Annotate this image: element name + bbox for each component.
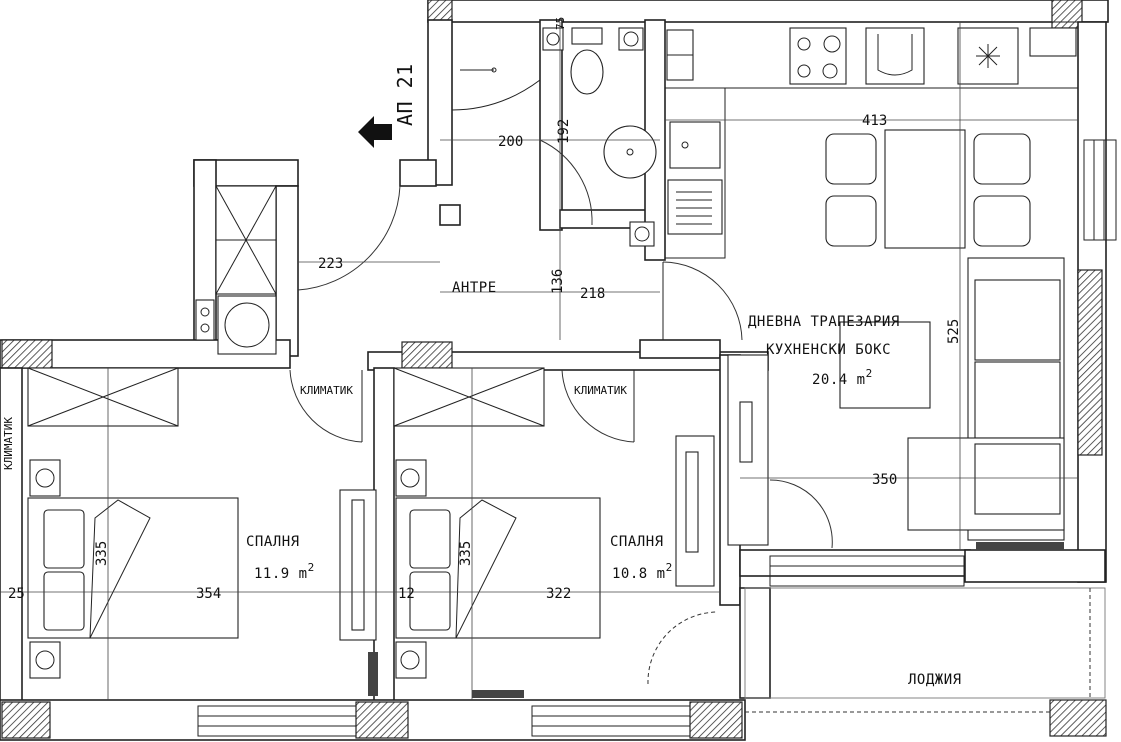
loggia-label: ЛОДЖИЯ [908, 672, 962, 688]
dim-525: 525 [946, 319, 962, 344]
bedroom-2-furniture [393, 367, 601, 698]
bedroom1-label: СПАЛНЯ [246, 534, 300, 550]
radiator [976, 542, 1064, 550]
bedroom1-area: 11.9 m2 [254, 561, 315, 582]
windows [197, 139, 1117, 737]
dim-12: 12 [398, 586, 415, 602]
dim-322: 322 [546, 586, 571, 602]
kitchen [664, 21, 1079, 587]
dim-223: 223 [318, 256, 343, 272]
dim-354: 354 [196, 586, 221, 602]
dim-350: 350 [872, 472, 897, 488]
dim-136: 136 [550, 269, 566, 294]
bedroom-1-furniture [27, 367, 378, 696]
ac-label-bedroom2: КЛИМАТИК [574, 384, 627, 397]
ac-label-bedroom1: КЛИМАТИК [300, 384, 353, 397]
bedroom2-area: 10.8 m2 [612, 561, 673, 582]
dim-75: 75 [554, 17, 567, 30]
apartment-label: АП 21 [393, 63, 417, 126]
living-area: 20.4 m2 [812, 367, 873, 388]
dim-200: 200 [498, 134, 523, 150]
entry-closet [195, 185, 401, 355]
dimension-lines [0, 22, 1078, 700]
dim-25: 25 [8, 586, 25, 602]
bedroom2-label: СПАЛНЯ [610, 534, 664, 550]
entry-label: АНТРЕ [452, 280, 497, 296]
dim-335-bedroom1: 335 [94, 541, 110, 566]
doors [289, 139, 833, 685]
dim-413: 413 [862, 113, 887, 129]
dim-218: 218 [580, 286, 605, 302]
entrance-arrow-icon [358, 116, 392, 148]
dim-192: 192 [556, 119, 572, 144]
dim-335-bedroom2: 335 [458, 541, 474, 566]
bathroom-fixtures [451, 27, 657, 247]
ac-label-left: КЛИМАТИК [2, 417, 15, 470]
living-label-line1: ДНЕВНА ТРАПЕЗАРИЯ [748, 314, 900, 330]
living-label-line2: КУХНЕНСКИ БОКС [766, 342, 891, 358]
